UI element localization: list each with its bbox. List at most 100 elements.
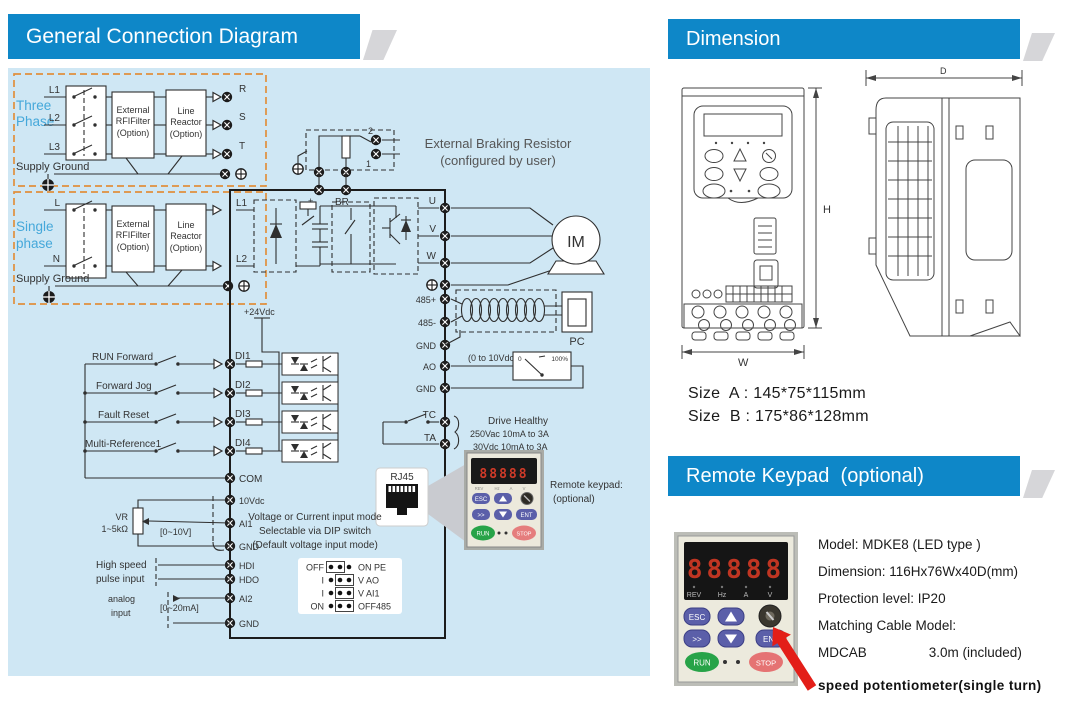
optocoupler [281, 410, 339, 434]
di4-function-label: Multi-Reference1 [85, 439, 162, 450]
supply-ground-label: Supply Ground [16, 161, 89, 173]
shift-button: >> [477, 513, 485, 519]
line-reactor-label: Line [177, 106, 194, 116]
motor-label: IM [567, 234, 585, 251]
terminal-v [439, 230, 451, 242]
terminal-v-label: V [429, 224, 436, 235]
stop-button [749, 652, 783, 672]
terminal-ai1-label: AI1 [239, 519, 253, 529]
esc-button: ESC [475, 497, 488, 503]
brake-terminal-2: 2 [368, 126, 373, 136]
rfi-filter-label: External [116, 105, 149, 115]
terminal-di4 [224, 445, 236, 457]
relay-caption: Drive Healthy [488, 416, 548, 427]
callout-wedge [428, 464, 466, 542]
terminal-ground [222, 280, 234, 292]
run-button [685, 652, 719, 672]
terminal-di1-label: DI1 [235, 351, 251, 362]
terminal-485n [439, 316, 451, 328]
keypad-display-panel [684, 542, 788, 600]
pe-terminal-icon [292, 163, 304, 175]
remote-keypad-note: Remote keypad: [550, 480, 623, 491]
led-label-rev: REV [687, 592, 702, 599]
led-label-rev: REV [475, 486, 484, 491]
terminal-w [439, 257, 451, 269]
breaker-box [65, 203, 107, 279]
keypad-model: Model: MDKE8 (LED type ) [818, 537, 981, 552]
size-a: Size A : 145*75*115mm [688, 385, 866, 402]
dimension-drawings: H W D [681, 66, 1023, 369]
led-label-a: A [744, 592, 749, 599]
dip-row-right: V AO [358, 576, 379, 586]
connection-diagram-banner: General Connection Diagram [8, 14, 360, 59]
keypad-display: 88888 [479, 467, 528, 482]
remote-keypad-note: (optional) [553, 494, 595, 505]
terminal-gnd2 [439, 382, 451, 394]
breaker-switches [72, 200, 97, 274]
keypad-cable-row: MDCAB 3.0m (included) [818, 645, 1078, 660]
terminal-s-label: S [239, 112, 246, 123]
led-label-v: V [768, 592, 773, 599]
terminal-com-label: COM [239, 474, 262, 485]
line-reactor-box [165, 89, 207, 157]
three-phase-block: Three Phase L1 L2 L3 External RFIFilter … [13, 73, 267, 192]
rfi-filter-label: (Option) [117, 242, 150, 252]
keypad-cable-title: Matching Cable Model: [818, 618, 957, 633]
shift-button: >> [692, 635, 702, 644]
dip-note: Selectable via DIP switch [259, 526, 371, 537]
pc-label: PC [569, 336, 584, 348]
brake-terminal-1: 1 [366, 159, 371, 169]
terminal-hdo-label: HDO [239, 575, 259, 585]
banner-tail-decoration [1023, 33, 1055, 61]
input-l: L [54, 198, 60, 209]
run-button-label: RUN [693, 659, 711, 668]
power-stage [236, 197, 439, 275]
potentiometer-icon [132, 507, 144, 535]
relay-output-block: TC TA Drive Healthy 250Vac 10mA to 3A 30… [382, 410, 549, 452]
remote-keypad-title: Remote Keypad (optional) [686, 464, 924, 487]
pe-terminal-icon [238, 280, 250, 292]
terminal-di2-label: DI2 [235, 380, 251, 391]
keypad-dimension: Dimension: 116Hx76Wx40D(mm) [818, 564, 1019, 579]
terminal-r-label: R [239, 84, 246, 95]
dip-row-left: I [321, 589, 324, 599]
rfi-filter-label: External [116, 219, 149, 229]
keypad-protection: Protection level: IP20 [818, 591, 946, 606]
terminal-com [224, 472, 236, 484]
terminal-ground [219, 168, 231, 180]
speed-pot-note: speed potentiometer(single turn) [818, 678, 1042, 693]
run-button: RUN [477, 532, 490, 538]
rfi-filter-box [111, 91, 155, 159]
cable-model: MDCAB [818, 645, 867, 660]
optocoupler [281, 352, 339, 376]
ground-symbol [42, 290, 56, 304]
input-n: N [53, 254, 60, 265]
ground-symbol [41, 178, 55, 192]
analog-output-block: AO GND (0 to 10Vdc) 0 100% [416, 351, 584, 394]
terminal-r [221, 91, 233, 103]
terminal-di1 [224, 358, 236, 370]
line-reactor-label: (Option) [170, 129, 203, 139]
terminal-t [221, 148, 233, 160]
terminal-ao [439, 360, 451, 372]
dimension-title: Dimension [686, 27, 781, 50]
terminal-di4-label: DI4 [235, 438, 251, 449]
line-reactor-label: Reactor [170, 117, 202, 127]
size-b: Size B : 175*86*128mm [688, 408, 869, 425]
rs485-block: 485+ 485- GND PC [416, 289, 593, 351]
mini-keypad-photo: 88888 REV Hz A V ESC >> ENT RUN [464, 450, 544, 550]
terminal-gnd3-label: GND [239, 542, 260, 552]
terminal-10v-label: 10Vdc [239, 496, 265, 506]
terminal-plus [313, 184, 325, 196]
rj45-block: RJ45 88888 REV Hz A V ESC [375, 450, 623, 550]
digital-inputs-block: +24Vdc RUN Forward DI1 Forward Jog DI2 F… [83, 307, 339, 485]
single-phase-block: Single phase L N External RFIFilter (Opt… [13, 191, 267, 305]
dim-h-label: H [823, 204, 831, 216]
rj45-icon [386, 484, 418, 515]
stop-button: STOP [517, 532, 532, 538]
dip-row-right: V AI1 [358, 589, 380, 599]
banner-tail-decoration [1023, 470, 1055, 498]
three-phase-label: Three [16, 98, 51, 113]
pe-terminal-icon [235, 168, 247, 180]
